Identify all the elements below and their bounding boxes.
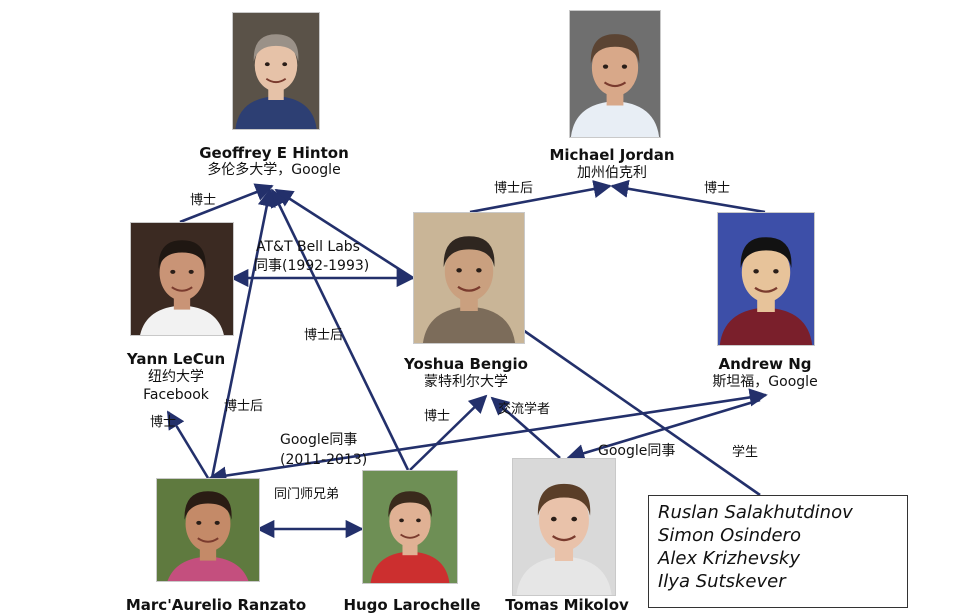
label-bengio-jordan: 博士后 bbox=[494, 181, 534, 196]
photo-larochelle bbox=[362, 470, 458, 584]
student-name: Alex Krizhevsky bbox=[658, 548, 801, 569]
portrait-jordan bbox=[570, 11, 660, 137]
affil-bengio: 蒙特利尔大学 bbox=[424, 374, 508, 390]
label-students: 学生 bbox=[732, 445, 759, 460]
label-siblings: 同门师兄弟 bbox=[274, 487, 340, 502]
edge-bengio-students bbox=[522, 328, 761, 497]
name-bengio: Yoshua Bengio bbox=[404, 355, 528, 373]
photo-lecun bbox=[130, 222, 234, 336]
edge-bengio-jordan bbox=[469, 180, 612, 214]
name-larochelle: Hugo Larochelle bbox=[343, 596, 481, 614]
edge-bengio-hinton bbox=[274, 188, 414, 280]
affil-hinton: 多伦多大学，Google bbox=[207, 162, 341, 178]
edge-google-ranzato-ng bbox=[208, 388, 768, 485]
label-google-ranzato-ng: Google同事 bbox=[280, 432, 358, 448]
edge-ranzato-lecun bbox=[166, 410, 210, 479]
photo-ng bbox=[717, 212, 815, 346]
photo-mikolov bbox=[512, 458, 616, 596]
label-hinton-lecun: 博士 bbox=[190, 193, 217, 208]
photo-bengio bbox=[413, 212, 525, 344]
affil-lecun: 纽约大学 bbox=[148, 369, 204, 385]
edge-larochelle-bengio bbox=[409, 394, 488, 471]
label-bell-labs-years: 同事(1992-1993) bbox=[254, 258, 370, 274]
affil-ng: 斯坦福，Google bbox=[712, 374, 818, 390]
edge-lecun-hinton bbox=[179, 183, 274, 224]
label-ng-jordan: 博士 bbox=[704, 181, 731, 196]
portrait-hinton bbox=[233, 13, 319, 129]
label-larochelle-hinton: 博士后 bbox=[304, 328, 344, 343]
portrait-ng bbox=[718, 213, 814, 345]
name-lecun: Yann LeCun bbox=[126, 350, 226, 368]
edge-mikolov-bengio bbox=[490, 396, 561, 459]
label-google-mikolov-ng: Google同事 bbox=[598, 443, 676, 459]
student-name: Simon Osindero bbox=[658, 525, 801, 546]
affil-lecun-2: Facebook bbox=[143, 387, 209, 403]
students-box: Ruslan Salakhutdinov Simon Osindero Alex… bbox=[648, 495, 908, 608]
label-bell-labs: AT&T Bell Labs bbox=[256, 239, 360, 255]
portrait-lecun bbox=[131, 223, 233, 335]
portrait-larochelle bbox=[363, 471, 457, 583]
portrait-mikolov bbox=[513, 459, 615, 595]
affil-jordan: 加州伯克利 bbox=[577, 165, 647, 181]
name-mikolov: Tomas Mikolov bbox=[505, 596, 629, 614]
portrait-ranzato bbox=[157, 479, 259, 581]
photo-ranzato bbox=[156, 478, 260, 582]
label-ranzato-lecun: 博士 bbox=[150, 415, 177, 430]
label-ranzato-hinton: 博士后 bbox=[224, 399, 264, 414]
name-hinton: Geoffrey E Hinton bbox=[199, 144, 349, 162]
portrait-bengio bbox=[414, 213, 524, 343]
label-larochelle-bengio: 博士 bbox=[424, 409, 451, 424]
student-name: Ilya Sutskever bbox=[658, 571, 786, 592]
student-name: Ruslan Salakhutdinov bbox=[658, 502, 853, 523]
name-jordan: Michael Jordan bbox=[549, 146, 675, 164]
edge-ng-jordan bbox=[610, 179, 766, 214]
label-google-ranzato-ng-years: (2011-2013) bbox=[280, 452, 368, 468]
label-mikolov-bengio: 交流学者 bbox=[498, 402, 551, 417]
name-ng: Andrew Ng bbox=[718, 355, 812, 373]
name-ranzato: Marc'Aurelio Ranzato bbox=[125, 596, 307, 614]
photo-jordan bbox=[569, 10, 661, 138]
photo-hinton bbox=[232, 12, 320, 130]
